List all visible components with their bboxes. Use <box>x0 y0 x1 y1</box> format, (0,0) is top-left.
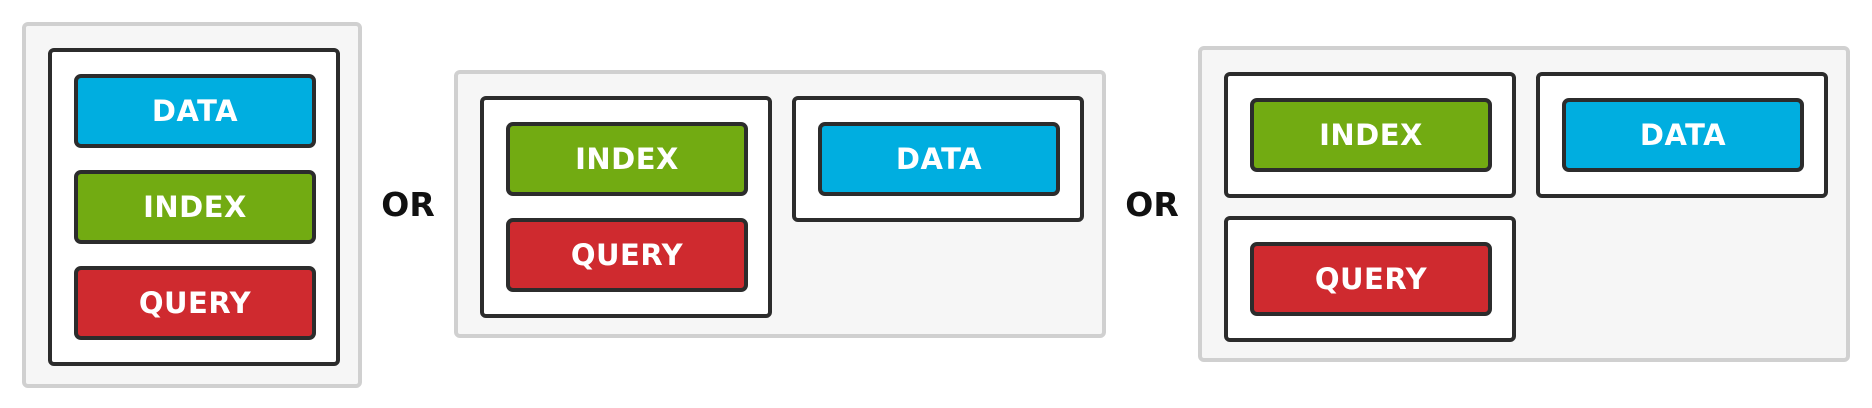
index-service-box: INDEX <box>74 170 316 244</box>
node-1: INDEX QUERY <box>480 96 772 318</box>
node-1: INDEX <box>1224 72 1516 198</box>
cluster-config-1: DATA INDEX QUERY <box>22 22 362 388</box>
or-separator-2: OR <box>1125 185 1179 224</box>
or-separator-1: OR <box>381 185 435 224</box>
query-service-box: QUERY <box>74 266 316 340</box>
query-service-box: QUERY <box>506 218 748 292</box>
index-service-box: INDEX <box>1250 98 1492 172</box>
node-1: DATA INDEX QUERY <box>48 48 340 366</box>
data-service-box: DATA <box>1562 98 1804 172</box>
node-3: QUERY <box>1224 216 1516 342</box>
query-service-box: QUERY <box>1250 242 1492 316</box>
data-service-box: DATA <box>74 74 316 148</box>
index-service-box: INDEX <box>506 122 748 196</box>
data-service-box: DATA <box>818 122 1060 196</box>
node-2: DATA <box>1536 72 1828 198</box>
node-2: DATA <box>792 96 1084 222</box>
cluster-config-2: INDEX QUERY DATA <box>454 70 1106 338</box>
cluster-config-3: INDEX DATA QUERY <box>1198 46 1850 362</box>
